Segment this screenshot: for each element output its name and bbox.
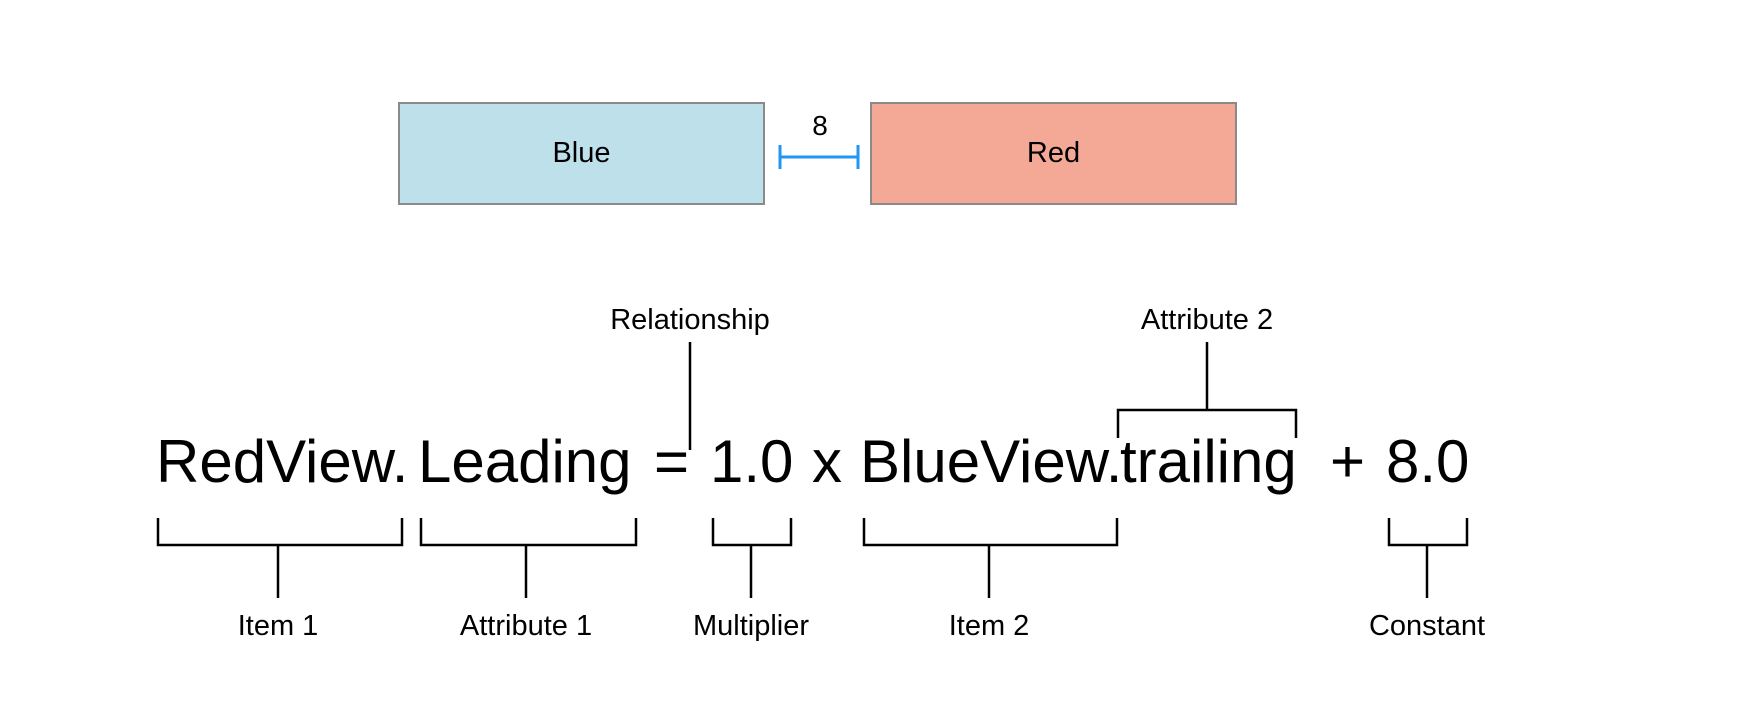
blue-view-box: Blue (398, 102, 765, 205)
item2-label: Item 2 (948, 610, 1030, 642)
item2-bracket (862, 518, 1119, 547)
equation-attribute1: Leading (418, 428, 632, 495)
relationship-label: Relationship (610, 304, 770, 336)
equation-multiplier: 1.0 (710, 428, 794, 495)
constant-label: Constant (1368, 610, 1486, 642)
equation-plus-sign: + (1330, 428, 1366, 495)
spacing-value-label: 8 (812, 110, 828, 141)
attribute1-bracket (419, 518, 638, 547)
multiplier-label: Multiplier (692, 610, 810, 642)
spacing-indicator (778, 145, 860, 169)
equation-item1: RedView. (156, 428, 409, 495)
item1-bracket (156, 518, 404, 547)
equation-item2: BlueView. (860, 428, 1123, 495)
red-view-label: Red (1026, 137, 1081, 169)
attribute2-label: Attribute 2 (1140, 304, 1274, 336)
multiplier-bracket (711, 518, 793, 547)
attribute1-label: Attribute 1 (459, 610, 593, 642)
red-view-box: Red (870, 102, 1237, 205)
item1-label: Item 1 (237, 610, 319, 642)
blue-view-label: Blue (552, 137, 611, 169)
equation-constant: 8.0 (1386, 428, 1470, 495)
constant-bracket (1387, 518, 1469, 547)
equation-times-sign: x (812, 428, 842, 495)
equation-relation: = (654, 428, 690, 495)
equation-attribute2: trailing (1120, 428, 1297, 495)
